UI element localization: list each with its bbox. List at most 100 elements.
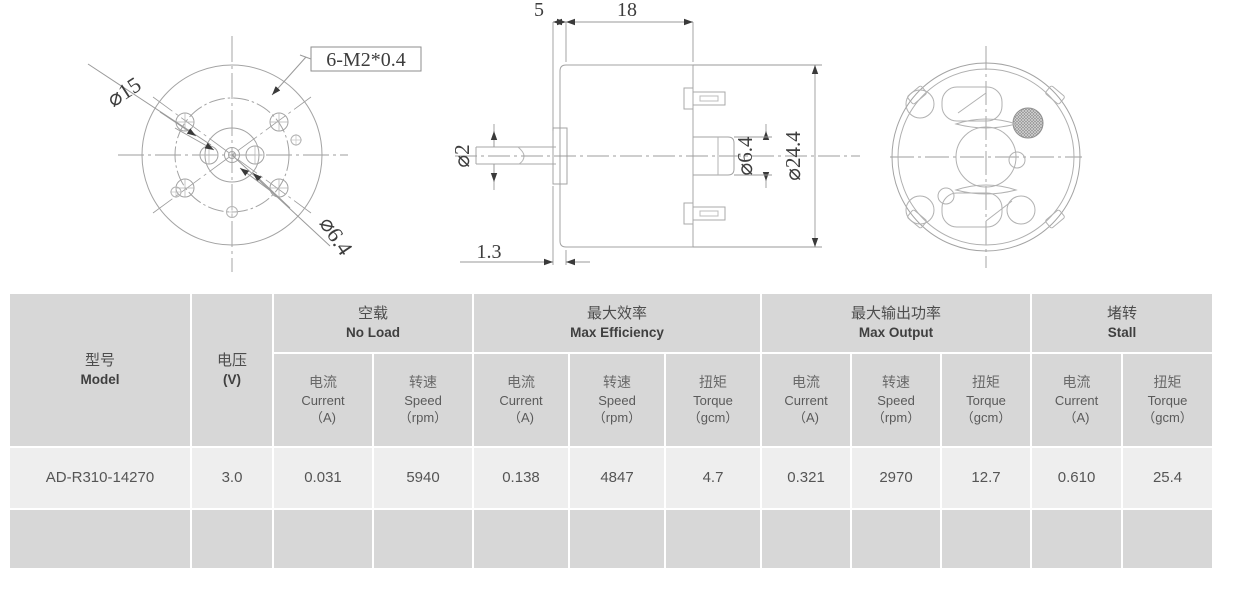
cell-blank-model [10,510,190,568]
subheader-en: Current [1054,392,1099,408]
cell-value: 4847 [600,469,634,486]
cell-stall-torque: 25.4 [1123,448,1213,508]
header-group-max-output: 最大输出功率 Max Output [762,294,1031,352]
cell-value: 0.321 [787,469,825,486]
specification-table: 型号 Model 电压 (V) 空载 No Load 最大效率 Max Effi… [8,292,1214,570]
header-max-efficiency-cn: 最大效率 [587,304,648,322]
cell-model: AD-R310-14270 [10,448,190,508]
table-row-blank [10,510,1213,568]
cell-blank-maxeff-current [474,510,568,568]
header-voltage: 电压 (V) [192,294,272,446]
cell-maxout-current: 0.321 [762,448,851,508]
header-no-load-cn: 空载 [357,304,388,322]
cell-blank-noload-speed [374,510,472,568]
cell-blank-voltage [192,510,272,568]
subheader-cn: 电流 [1062,374,1091,390]
subheader-maxout-speed: 转速 Speed （rpm） [852,354,941,446]
subheader-en: Current [784,392,828,408]
cell-blank-maxout-torque [942,510,1031,568]
cell-value: 0.031 [304,469,342,486]
subheader-cn: 转速 [603,374,631,390]
header-voltage-en: (V) [223,371,241,387]
dim-boss-dia-label: ⌀6.4 [733,136,757,175]
front-view [87,36,422,272]
subheader-en: Torque [693,392,733,408]
subheader-unit: （gcm） [960,410,1012,426]
technical-drawing: ⌀15 ⌀6.4 6-M2*0.4 5 18 1.3 ⌀2 ⌀6.4 ⌀24.4 [0,0,1239,285]
cell-maxeff-torque: 4.7 [666,448,761,508]
subheader-en: Speed [598,392,636,408]
cell-value: 4.7 [702,469,724,486]
subheader-unit: （A) [309,410,336,426]
subheader-unit: （A) [1063,410,1090,426]
header-group-max-efficiency: 最大效率 Max Efficiency [474,294,761,352]
subheader-en: Torque [966,392,1006,408]
cell-value: 25.4 [1152,469,1183,486]
cell-voltage: 3.0 [192,448,272,508]
rear-view [890,46,1082,268]
subheader-unit: （rpm） [398,410,448,426]
subheader-cn: 转速 [882,374,911,390]
subheader-en: Speed [877,392,915,408]
cell-blank-maxeff-torque [666,510,761,568]
dim-pilot-label: ⌀6.4 [314,212,358,260]
header-max-output-en: Max Output [858,324,934,340]
dim-body-length-label: 18 [617,0,637,21]
cell-maxeff-speed: 4847 [570,448,664,508]
subheader-cn: 扭矩 [972,374,1001,390]
cell-maxeff-current: 0.138 [474,448,568,508]
subheader-unit: （A) [793,410,820,426]
subheader-cn: 电流 [792,374,821,390]
subheader-cn: 电流 [507,374,535,390]
subheader-cn: 转速 [409,374,437,390]
cell-stall-current: 0.610 [1032,448,1122,508]
dim-body-dia-label: ⌀24.4 [781,131,805,181]
subheader-en: Speed [404,392,442,408]
cell-noload-current: 0.031 [274,448,372,508]
subheader-en: Current [301,392,345,408]
subheader-en: Current [499,392,543,408]
subheader-cn: 电流 [309,374,337,390]
cell-model-value: AD-R310-14270 [45,469,155,486]
cell-value: 12.7 [971,469,1001,486]
table-subheader-row: 电流 Current （A) 转速 Speed （rpm） 电流 Current… [10,354,1213,446]
cell-maxout-speed: 2970 [852,448,941,508]
subheader-cn: 扭矩 [699,374,728,390]
drawing-canvas: ⌀15 ⌀6.4 6-M2*0.4 5 18 1.3 ⌀2 ⌀6.4 ⌀24.4 [87,0,1082,272]
subheader-maxout-torque: 扭矩 Torque （gcm） [942,354,1031,446]
subheader-unit: （rpm） [871,410,921,426]
subheader-unit: （rpm） [592,410,642,426]
cell-value: 0.610 [1057,469,1096,486]
cell-blank-maxeff-speed [570,510,664,568]
header-group-stall: 堵转 Stall [1032,294,1213,352]
cell-value: 5940 [406,469,440,486]
dim-flange-thickness-label: 1.3 [477,241,502,263]
header-group-no-load: 空载 No Load [274,294,472,352]
header-no-load-en: No Load [346,324,400,340]
subheader-maxeff-current: 电流 Current （A) [474,354,568,446]
subheader-unit: （gcm） [1142,410,1193,426]
thread-callout-label: 6-M2*0.4 [326,49,405,71]
subheader-noload-current: 电流 Current （A) [274,354,372,446]
header-stall-cn: 堵转 [1107,304,1138,322]
cell-blank-maxout-speed [852,510,941,568]
header-stall-en: Stall [1107,324,1137,340]
subheader-unit: （gcm） [687,410,739,426]
cell-blank-stall-torque [1123,510,1213,568]
cell-blank-stall-current [1032,510,1122,568]
cell-value: 0.138 [502,469,540,486]
cell-voltage-value: 3.0 [221,469,243,486]
subheader-noload-speed: 转速 Speed （rpm） [374,354,472,446]
cell-noload-speed: 5940 [374,448,472,508]
header-max-efficiency-en: Max Efficiency [570,324,664,340]
subheader-stall-torque: 扭矩 Torque （gcm） [1123,354,1213,446]
header-voltage-cn: 电压 [216,352,247,370]
cell-blank-maxout-current [762,510,851,568]
header-max-output-cn: 最大输出功率 [851,304,942,322]
dim-shaft-dia-label: ⌀2 [450,144,474,167]
subheader-maxeff-torque: 扭矩 Torque （gcm） [666,354,761,446]
side-view [455,18,860,266]
cell-maxout-torque: 12.7 [942,448,1031,508]
cell-blank-noload-current [274,510,372,568]
table-row: AD-R310-14270 3.0 0.031 5940 0.138 4847 [10,448,1213,508]
